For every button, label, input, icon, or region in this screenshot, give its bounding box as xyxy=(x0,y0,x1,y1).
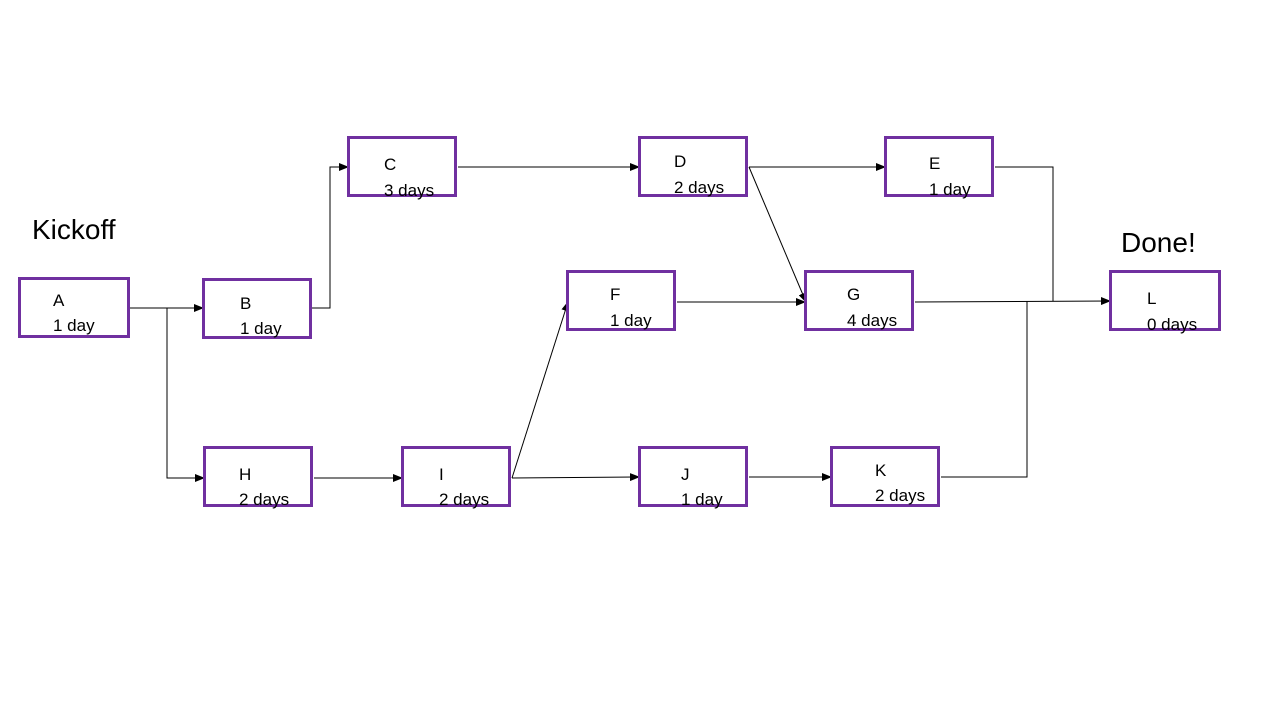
edge-d-g xyxy=(748,166,807,303)
task-node-k[interactable]: K 2 days xyxy=(830,446,940,507)
task-id: H xyxy=(239,465,252,484)
task-duration: 4 days xyxy=(847,311,898,330)
task-node-h[interactable]: H 2 days xyxy=(203,446,313,509)
task-id: B xyxy=(240,294,252,313)
task-node-a[interactable]: A 1 day xyxy=(18,277,130,338)
task-duration: 1 day xyxy=(53,316,95,335)
edge-i-j xyxy=(511,473,640,482)
task-node-d[interactable]: D 2 days xyxy=(638,136,748,197)
edge-b-c xyxy=(312,163,349,309)
task-id: G xyxy=(847,285,861,304)
task-duration: 0 days xyxy=(1147,315,1198,334)
done-label: Done! xyxy=(1121,227,1196,258)
task-node-g[interactable]: G 4 days xyxy=(804,270,914,331)
edge-a-h xyxy=(166,308,205,482)
task-node-c[interactable]: C 3 days xyxy=(347,136,457,200)
edge-i-f xyxy=(511,301,570,479)
task-id: D xyxy=(674,152,687,171)
task-node-i[interactable]: I 2 days xyxy=(401,446,511,509)
task-node-e[interactable]: E 1 day xyxy=(884,136,994,199)
task-id: F xyxy=(610,285,621,304)
task-duration: 1 day xyxy=(681,490,723,509)
task-duration: 1 day xyxy=(240,319,282,338)
task-node-b[interactable]: B 1 day xyxy=(202,278,312,339)
task-duration: 3 days xyxy=(384,181,435,200)
edge-k-l xyxy=(941,301,1028,478)
task-id: A xyxy=(53,291,65,310)
task-node-j[interactable]: J 1 day xyxy=(638,446,748,509)
task-id: J xyxy=(681,465,690,484)
task-duration: 1 day xyxy=(610,311,652,330)
edge-g-l xyxy=(914,297,1111,306)
edge-e-l xyxy=(995,166,1054,301)
task-duration: 2 days xyxy=(239,490,290,509)
kickoff-label: Kickoff xyxy=(32,214,116,245)
task-duration: 2 days xyxy=(439,490,490,509)
task-duration: 2 days xyxy=(875,486,926,505)
task-node-f[interactable]: F 1 day xyxy=(566,270,676,331)
task-id: L xyxy=(1147,289,1157,308)
task-duration: 1 day xyxy=(929,180,971,199)
task-id: E xyxy=(929,154,941,173)
task-id: K xyxy=(875,461,887,480)
task-id: I xyxy=(439,465,444,484)
task-duration: 2 days xyxy=(674,178,725,197)
task-node-l[interactable]: L 0 days xyxy=(1109,270,1221,334)
task-id: C xyxy=(384,155,397,174)
